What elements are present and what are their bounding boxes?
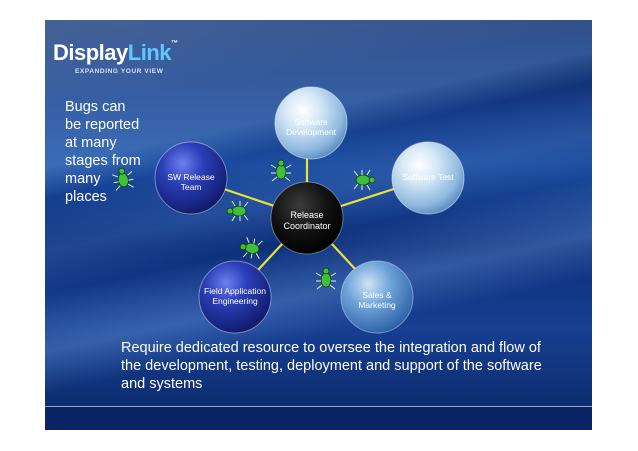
logo-word-link: Link [127,40,172,65]
node-sales-marketing [340,260,414,334]
logo-trademark: ™ [171,40,178,47]
logo-word-display: Display [53,40,128,65]
bug-icon [112,167,135,191]
slide: DisplayLink™ EXPANDING YOUR VIEW Bugs ca… [45,20,592,430]
side-text: Bugs can be reported at many stages from… [65,99,141,205]
label-release-coordinator: Release Coordinator [283,210,331,231]
bug-icon [239,237,263,260]
label-field-application: Field Application Engineering [204,286,266,306]
bug-icon [270,159,292,182]
node-software-development [274,86,348,160]
main-text: Require dedicated resource to oversee th… [121,340,542,392]
label-sales-marketing: Sales & Marketing [358,290,396,310]
node-software-test [391,141,465,215]
logo-tagline: EXPANDING YOUR VIEW [75,68,164,75]
label-software-test: Software Test [402,172,454,182]
node-release-coordinator [270,181,344,255]
release-diagram [112,86,465,334]
label-sw-release-team: SW Release Team [167,172,215,192]
footer-band [45,407,592,430]
displaylink-logo: DisplayLink™ EXPANDING YOUR VIEW [53,40,178,75]
label-software-development: Software Development [285,117,337,137]
node-sw-release-team [154,141,228,215]
footer-rule [45,406,592,407]
bug-icon [315,267,337,290]
bug-icon [353,169,376,191]
bug-icon [226,200,249,222]
node-field-application [198,260,272,334]
